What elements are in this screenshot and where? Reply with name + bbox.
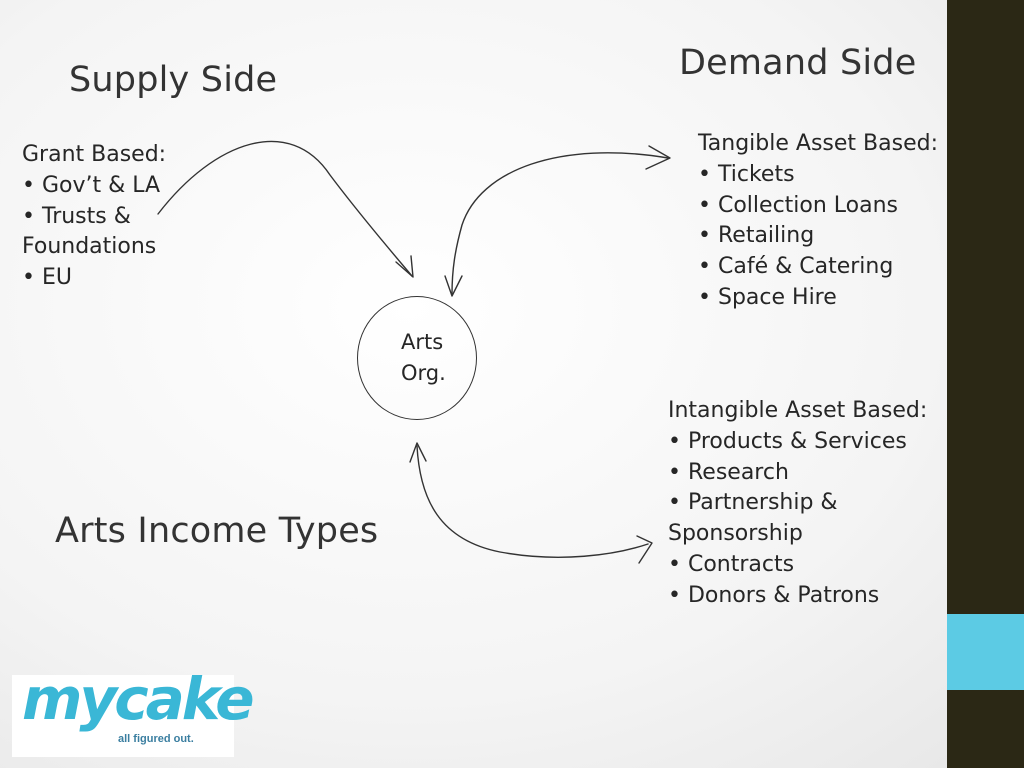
arts-income-types-title: Arts Income Types (55, 511, 379, 551)
grant-based-block: Grant Based: Gov’t & LA Trusts & Foundat… (22, 140, 166, 294)
tangible-item: Tickets (698, 160, 938, 191)
arts-org-line2: Org. (401, 361, 446, 385)
tangible-arrowhead-start (444, 275, 463, 297)
grant-based-heading: Grant Based: (22, 142, 167, 167)
intangible-arrowhead-end (636, 535, 653, 564)
intangible-item-cont: Sponsorship (668, 521, 803, 547)
grant-item-eu: EU (22, 263, 166, 294)
intangible-item: Partnership & (668, 488, 927, 519)
right-accent-block (947, 614, 1024, 690)
intangible-item: Donors & Patrons (668, 581, 927, 612)
intangible-item: Products & Services (668, 427, 927, 458)
tangible-arrowhead-end (645, 145, 671, 170)
tangible-item: Space Hire (698, 283, 938, 314)
supply-side-title: Supply Side (69, 60, 278, 100)
intangible-arrowhead-start (409, 442, 427, 463)
demand-side-title: Demand Side (679, 43, 917, 83)
tangible-asset-block: Tangible Asset Based: Tickets Collection… (698, 129, 938, 314)
logo-tagline: all figured out. (118, 733, 194, 745)
intangible-heading: Intangible Asset Based: (668, 398, 928, 423)
intangible-item: Contracts (668, 550, 927, 581)
grant-arrowhead (395, 255, 414, 278)
mycake-logo: mycake all figured out. (12, 665, 255, 757)
tangible-item: Café & Catering (698, 252, 938, 283)
grant-item-trusts: Trusts & (22, 202, 166, 233)
tangible-heading: Tangible Asset Based: (698, 131, 938, 156)
tangible-item: Collection Loans (698, 191, 938, 222)
tangible-item: Retailing (698, 221, 938, 252)
arts-org-circle (357, 296, 477, 420)
grant-item-govt: Gov’t & LA (22, 171, 166, 202)
tangible-to-arts-arrow (451, 152, 669, 295)
intangible-to-arts-arrow (416, 445, 649, 558)
intangible-item: Research (668, 458, 927, 489)
intangible-asset-block: Intangible Asset Based: Products & Servi… (668, 396, 927, 612)
arts-org-label: Arts Org. (401, 327, 446, 389)
grant-to-arts-arrow (157, 140, 413, 277)
logo-wordmark: mycake (22, 665, 255, 733)
grant-item-trusts-cont: Foundations (22, 234, 157, 260)
arts-org-line1: Arts (401, 330, 444, 354)
